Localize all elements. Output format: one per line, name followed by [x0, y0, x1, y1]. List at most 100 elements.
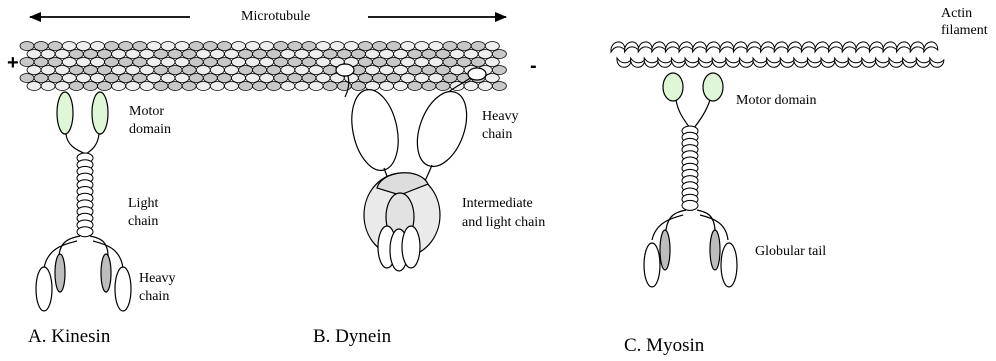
tubulin-subunit [309, 50, 323, 59]
tubulin-subunit [260, 74, 274, 83]
actin-subunit [916, 58, 930, 67]
tubulin-subunit [246, 42, 260, 51]
tubulin-subunit [126, 82, 140, 91]
tubulin-subunit [203, 58, 217, 67]
tubulin-subunit [394, 66, 408, 75]
tubulin-subunit [267, 82, 281, 91]
tubulin-subunit [380, 82, 394, 91]
tubulin-subunit [225, 82, 239, 91]
tubulin-subunit [253, 66, 267, 75]
actin-subunit [671, 58, 685, 67]
tubulin-subunit [239, 50, 253, 59]
tubulin-subunit [415, 74, 429, 83]
tubulin-subunit [91, 58, 105, 67]
kinesin-tail-branch-right [90, 236, 108, 256]
tubulin-subunit [175, 74, 189, 83]
actin-subunit [842, 42, 856, 52]
tubulin-subunit [323, 66, 337, 75]
actin-subunit [788, 42, 802, 52]
tubulin-subunit [267, 50, 281, 59]
tubulin-subunit [302, 42, 316, 51]
tubulin-subunit [330, 42, 344, 51]
tubulin-subunit [309, 66, 323, 75]
tubulin-subunit [365, 50, 379, 59]
actin-subunit [726, 58, 740, 67]
tubulin-subunit [98, 66, 112, 75]
tubulin-subunit [351, 82, 365, 91]
tubulin-subunit [316, 58, 330, 67]
tubulin-subunit [394, 50, 408, 59]
tubulin-subunit [401, 58, 415, 67]
tubulin-subunit [380, 50, 394, 59]
actin-subunit [706, 42, 720, 52]
tubulin-subunit [133, 58, 147, 67]
tubulin-subunit [119, 74, 133, 83]
tubulin-subunit [422, 82, 436, 91]
tubulin-subunit [429, 74, 443, 83]
tubulin-subunit [288, 58, 302, 67]
tubulin-subunit [239, 82, 253, 91]
tubulin-subunit [20, 58, 34, 67]
tubulin-subunit [260, 58, 274, 67]
tubulin-subunit [443, 42, 457, 51]
tubulin-subunit [288, 42, 302, 51]
myosin-molecule [644, 73, 737, 287]
tubulin-subunit [274, 74, 288, 83]
tubulin-subunit [373, 74, 387, 83]
kinesin-motor-domain-right [92, 92, 108, 134]
tubulin-subunit [84, 66, 98, 75]
tubulin-subunit [225, 66, 239, 75]
myosin-caption: C. Myosin [624, 335, 704, 357]
tubulin-subunit [210, 82, 224, 91]
actin-subunit [780, 58, 794, 67]
actin-subunit [699, 58, 713, 67]
tubulin-subunit [126, 66, 140, 75]
tubulin-subunit [91, 74, 105, 83]
tubulin-subunit [133, 74, 147, 83]
tubulin-subunit [485, 42, 499, 51]
kinesin-coil-segment [77, 227, 93, 237]
tubulin-subunit [387, 74, 401, 83]
tubulin-subunit [140, 66, 154, 75]
tubulin-subunit [168, 82, 182, 91]
tubulin-subunit [119, 42, 133, 51]
tubulin-subunit [62, 74, 76, 83]
tubulin-subunit [422, 50, 436, 59]
actin-subunit [617, 58, 631, 67]
tubulin-subunit [373, 42, 387, 51]
tubulin-subunit [182, 66, 196, 75]
tubulin-subunit [112, 66, 126, 75]
tubulin-subunit [232, 42, 246, 51]
actin-subunit [910, 42, 924, 52]
tubulin-subunit [387, 42, 401, 51]
actin-subunit [794, 58, 808, 67]
actin-subunit [815, 42, 829, 52]
tubulin-subunit [323, 50, 337, 59]
tubulin-subunit [154, 50, 168, 59]
tubulin-subunit [302, 58, 316, 67]
myosin-heavy-chain-right-gray [710, 230, 720, 270]
tubulin-subunit [147, 42, 161, 51]
actin-subunit [930, 58, 944, 67]
myosin-coil-segment [682, 200, 698, 210]
kinesin-neck-linker-right [86, 134, 99, 154]
actin-subunit [903, 58, 917, 67]
tubulin-subunit [182, 82, 196, 91]
tubulin-subunit [422, 66, 436, 75]
tubulin-subunit [161, 58, 175, 67]
tubulin-subunit [140, 82, 154, 91]
tubulin-subunit [358, 74, 372, 83]
tubulin-subunit [436, 50, 450, 59]
tubulin-subunit [485, 58, 499, 67]
tubulin-subunit [112, 82, 126, 91]
actin-subunit [611, 42, 625, 52]
tubulin-subunit [288, 74, 302, 83]
tubulin-subunit [55, 82, 69, 91]
tubulin-subunit [20, 42, 34, 51]
tubulin-subunit [196, 66, 210, 75]
tubulin-subunit [154, 82, 168, 91]
tubulin-subunit [295, 66, 309, 75]
actin-subunit [679, 42, 693, 52]
myosin-heavy-chain-left [644, 243, 660, 287]
